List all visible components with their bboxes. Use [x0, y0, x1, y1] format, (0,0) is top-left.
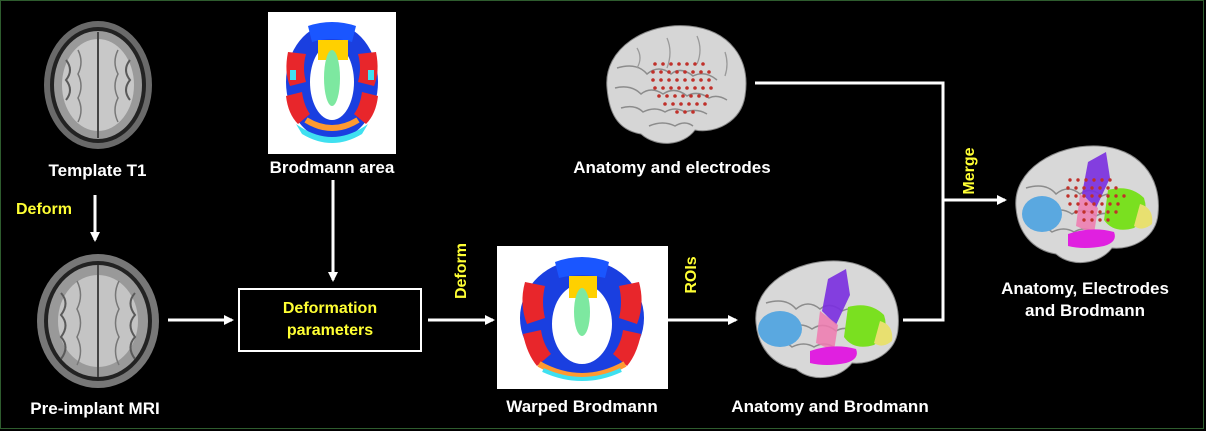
deform-step-left: Deform — [16, 201, 73, 218]
anatomy-brodmann-image — [755, 260, 899, 379]
merged-result-label-line2: and Brodmann — [1025, 301, 1145, 320]
pre-implant-mri-label: Pre-implant MRI — [30, 399, 160, 418]
arrow-electrodes-to-merge — [755, 81, 945, 200]
deformation-parameters-box: Deformation parameters — [238, 288, 422, 352]
merged-result-label-line1: Anatomy, Electrodes — [1001, 279, 1169, 298]
merge-step: Merge — [961, 147, 978, 195]
deform-step-center: Deform — [453, 243, 470, 300]
brodmann-area-map — [286, 22, 378, 143]
warped-brodmann-label: Warped Brodmann — [506, 397, 658, 416]
brodmann-area-panel — [268, 12, 396, 154]
brodmann-area-label: Brodmann area — [269, 158, 395, 177]
template-t1-label: Template T1 — [48, 161, 147, 180]
deformation-parameters-line2: parameters — [286, 322, 374, 339]
anatomy-electrodes-image — [606, 25, 747, 144]
warped-brodmann-panel — [497, 246, 668, 389]
pre-implant-mri-image — [37, 254, 159, 388]
warped-brodmann-map — [520, 257, 644, 381]
anatomy-electrodes-label: Anatomy and electrodes — [573, 158, 771, 177]
deformation-parameters-line1: Deformation — [282, 300, 378, 317]
merged-result-image — [1015, 145, 1159, 264]
merged-result-label: Anatomy, Electrodes and Brodmann — [970, 278, 1200, 322]
rois-step: ROIs — [683, 256, 700, 294]
template-t1-image — [44, 21, 152, 149]
anatomy-brodmann-label: Anatomy and Brodmann — [731, 397, 929, 416]
arrow-anatomy-to-merge — [903, 200, 945, 322]
